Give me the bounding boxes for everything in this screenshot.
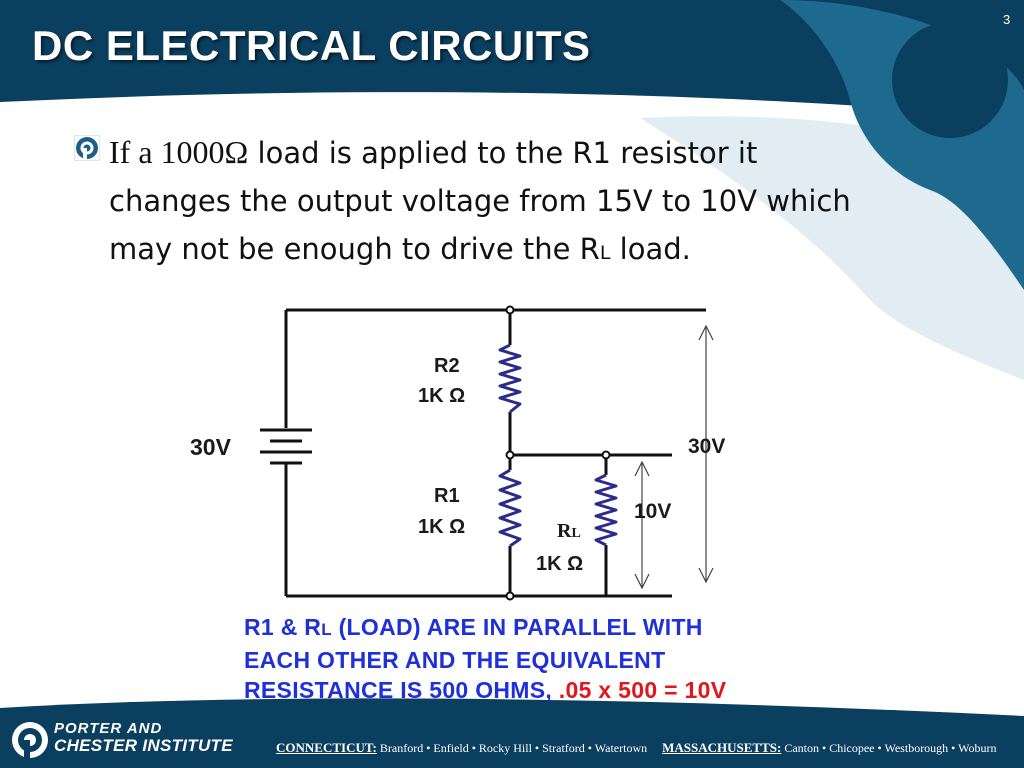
resistor-r2 bbox=[498, 343, 522, 414]
r1-value-label: 1K Ω bbox=[418, 516, 465, 538]
institute-name-line2: CHESTER INSTITUTE bbox=[54, 736, 233, 755]
note-line1-sub: L bbox=[321, 620, 332, 639]
institute-logo-icon bbox=[12, 722, 48, 758]
slide-number: 3 bbox=[1003, 12, 1011, 27]
note-line1a: R1 & R bbox=[244, 614, 322, 640]
rl-value-label: 1K Ω bbox=[536, 553, 583, 575]
state-massachusetts: MASSACHUSETTS: bbox=[662, 740, 782, 755]
institute-name-line1: PORTER AND bbox=[54, 720, 163, 737]
source-voltage-label: 30V bbox=[190, 434, 232, 460]
bullet-line3-sub: L bbox=[599, 242, 611, 264]
voltage-arrow-30v bbox=[698, 324, 714, 584]
r1-name-label: R1 bbox=[434, 485, 460, 507]
note-line2: EACH OTHER AND THE EQUIVALENT bbox=[244, 647, 666, 673]
massachusetts-towns: Canton • Chicopee • Westborough • Woburn bbox=[781, 741, 997, 755]
circuit-nodes bbox=[505, 305, 611, 601]
parallel-note: R1 & RL (LOAD) ARE IN PARALLEL WITH EACH… bbox=[244, 612, 726, 705]
bullet-text: If a 1000Ω load is applied to the R1 res… bbox=[109, 128, 969, 277]
porter-chester-logo-icon bbox=[74, 135, 100, 161]
voltage-arrow-10v bbox=[634, 460, 650, 590]
bullet-line1: load is applied to the R1 resistor it bbox=[248, 136, 758, 170]
r2-value-label: 1K Ω bbox=[418, 385, 465, 407]
circuit-wires bbox=[284, 308, 706, 598]
bullet-text-prefix: If a 1000Ω bbox=[109, 134, 249, 170]
resistor-r1 bbox=[498, 468, 522, 548]
bullet-line3b: load. bbox=[610, 232, 691, 266]
resistor-rl bbox=[594, 473, 618, 547]
r2-name-label: R2 bbox=[434, 355, 460, 377]
total-voltage-label: 30V bbox=[688, 435, 725, 458]
note-calculation: .05 x 500 = 10V bbox=[552, 677, 727, 703]
campus-locations: CONNECTICUT: Branford • Enfield • Rocky … bbox=[276, 740, 997, 756]
battery-symbol bbox=[260, 428, 312, 465]
bullet-line3a: may not be enough to drive the R bbox=[109, 232, 600, 266]
rl-name-label: RL bbox=[557, 520, 581, 542]
connecticut-towns: Branford • Enfield • Rocky Hill • Stratf… bbox=[376, 741, 648, 755]
note-line1b: (LOAD) ARE IN PARALLEL WITH bbox=[331, 614, 703, 640]
institute-name: PORTER AND CHESTER INSTITUTE bbox=[54, 720, 233, 754]
bullet-line2: changes the output voltage from 15V to 1… bbox=[109, 184, 851, 218]
slide-title: DC ELECTRICAL CIRCUITS bbox=[32, 22, 591, 69]
note-line3a: RESISTANCE IS 500 OHMS, bbox=[244, 677, 553, 703]
state-connecticut: CONNECTICUT: bbox=[276, 740, 377, 755]
output-voltage-label: 10V bbox=[634, 500, 671, 523]
